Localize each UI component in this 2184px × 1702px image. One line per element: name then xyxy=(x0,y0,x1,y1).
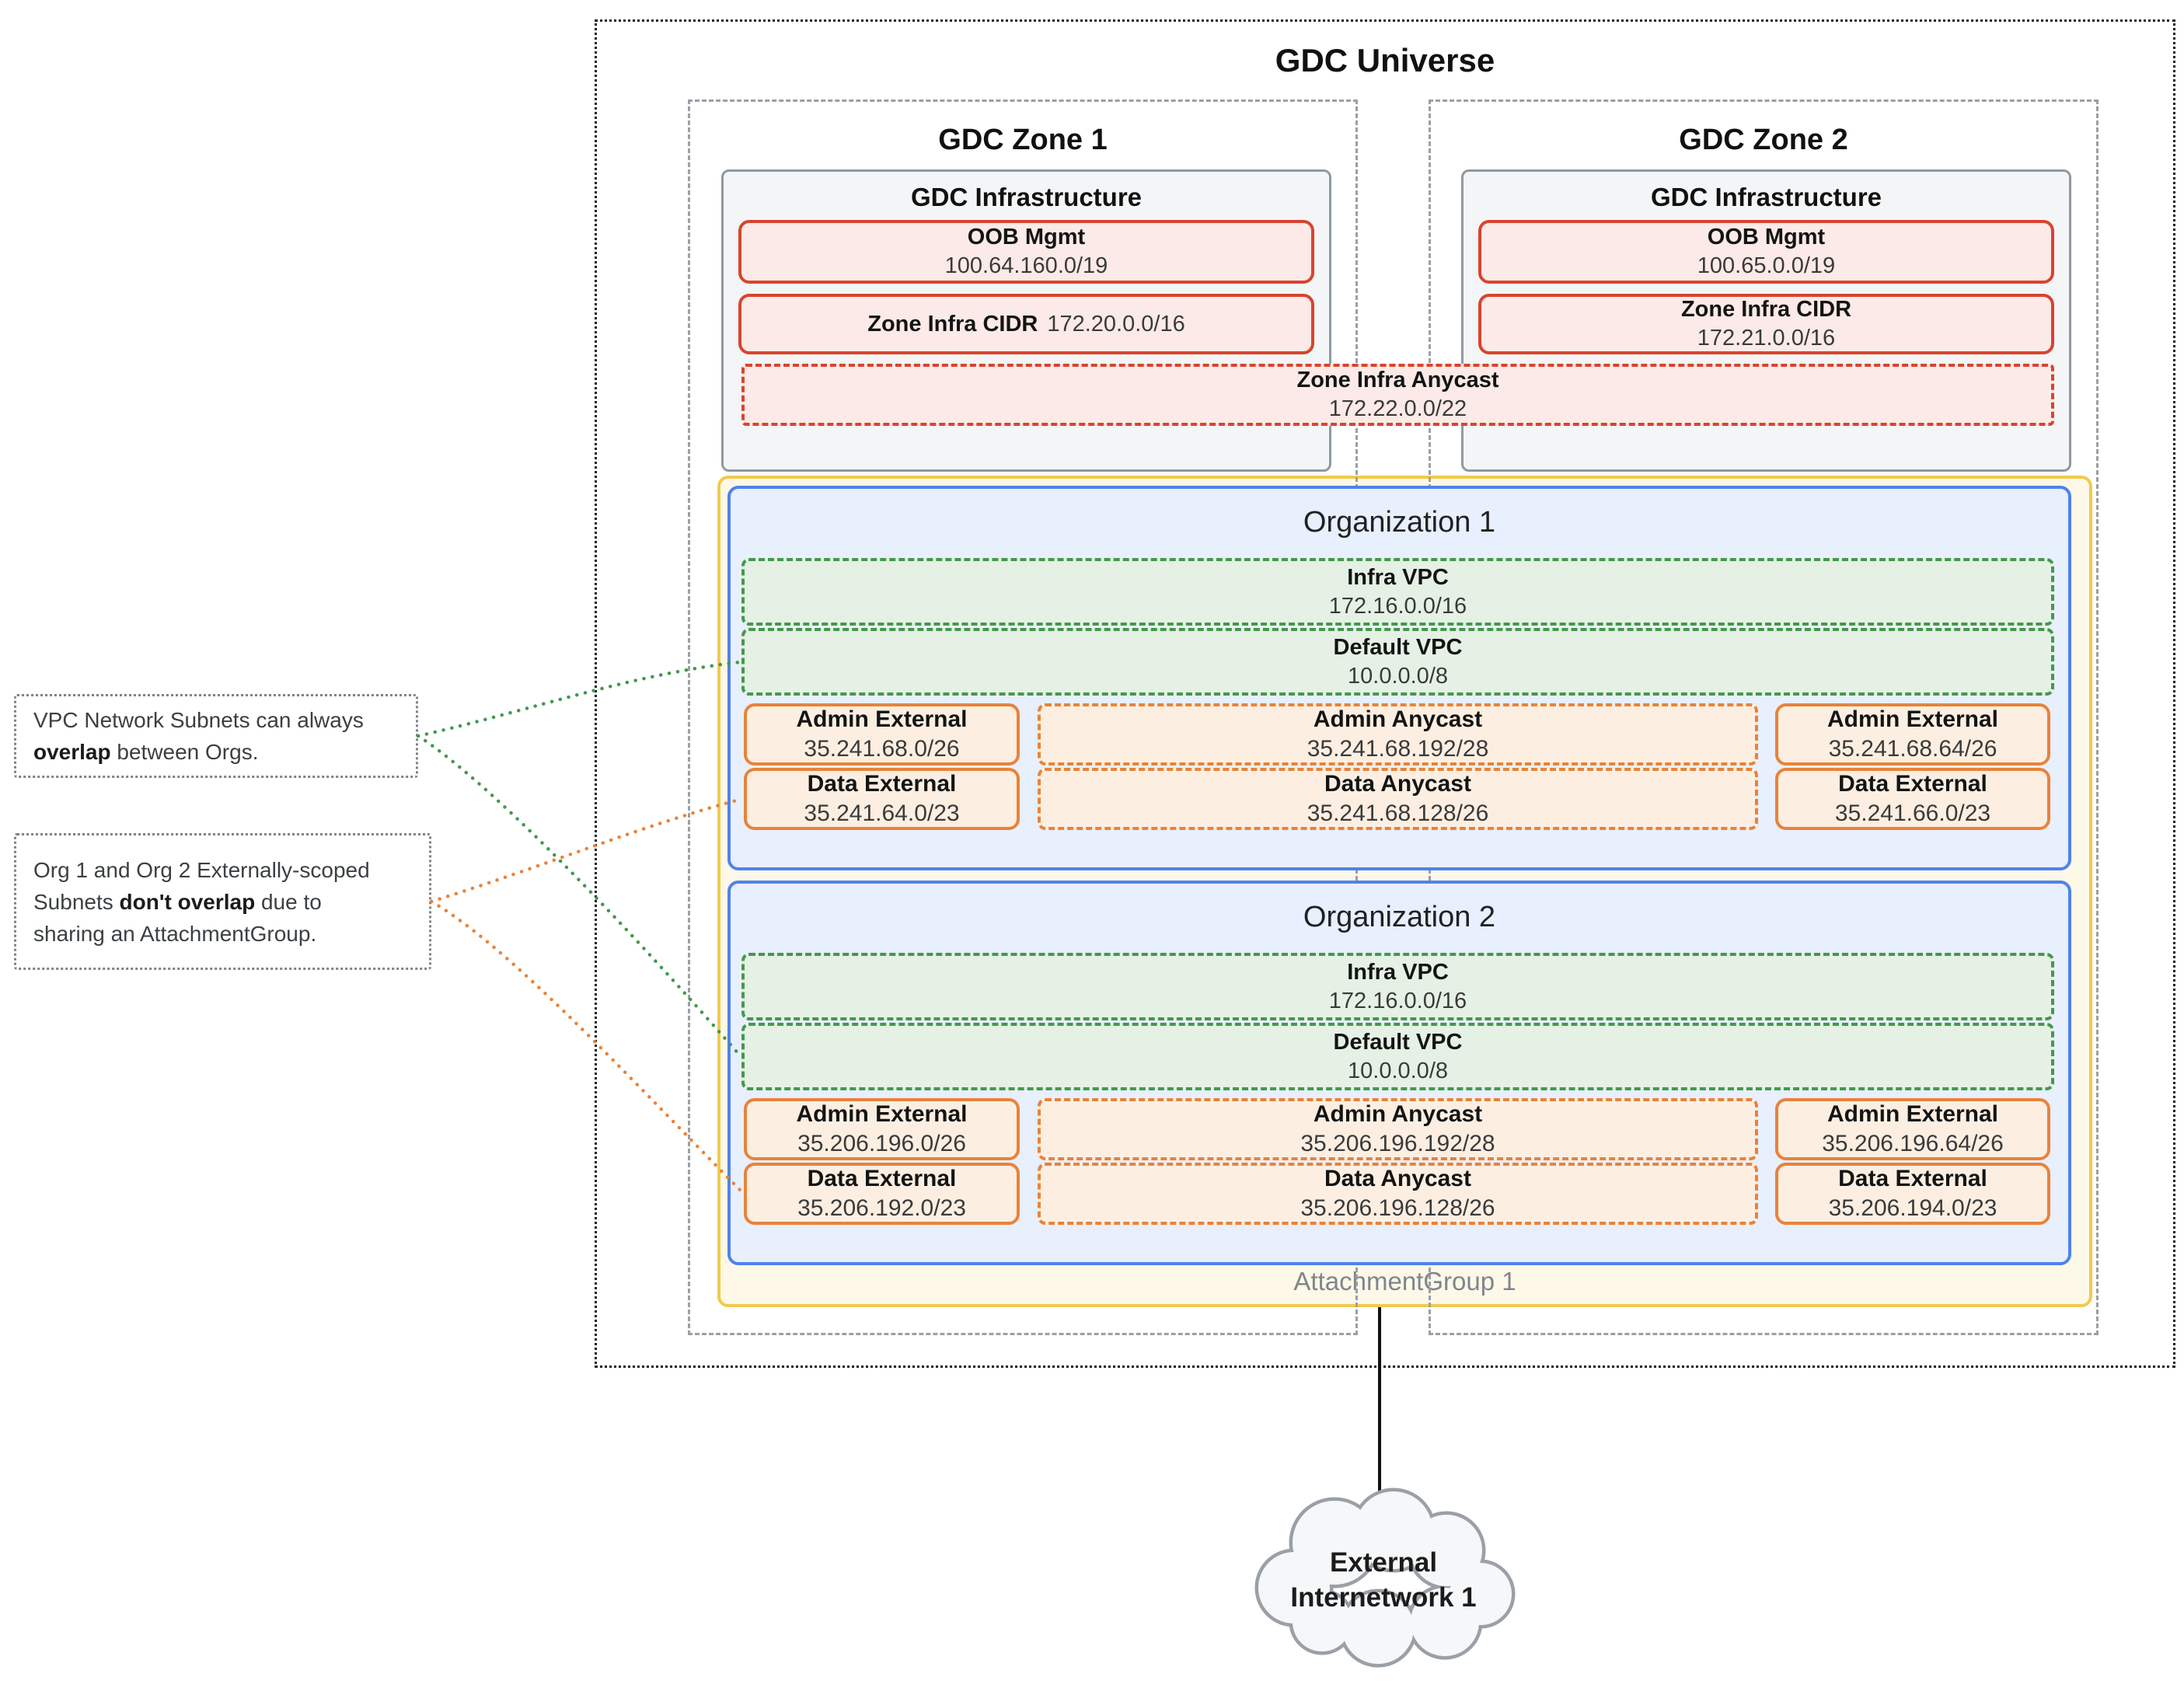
subnet-cidr: 35.241.66.0/23 xyxy=(1834,800,1991,826)
external-internetwork-label: External Internetwork 1 xyxy=(1247,1481,1519,1679)
subnet-cidr: 35.206.196.128/26 xyxy=(1300,1195,1495,1221)
attachment-group-label: AttachmentGroup 1 xyxy=(1293,1267,1516,1296)
annotation-overlap-bold: overlap xyxy=(33,740,111,764)
org2-admin-anycast: Admin Anycast 35.206.196.192/28 xyxy=(1038,1098,1758,1160)
annotation-no-overlap-line3: sharing an AttachmentGroup. xyxy=(33,921,317,946)
subnet-label: Admin External xyxy=(796,1101,968,1127)
org2-default-vpc-cidr: 10.0.0.0/8 xyxy=(1348,1058,1448,1083)
oob-mgmt-zone2-label: OOB Mgmt xyxy=(1707,225,1826,249)
org2-default-vpc: Default VPC 10.0.0.0/8 xyxy=(741,1023,2054,1090)
zone-infra-cidr-zone2-cidr: 172.21.0.0/16 xyxy=(1697,326,1836,351)
annotation-no-overlap-post: due to xyxy=(255,889,322,914)
org1-infra-vpc: Infra VPC 172.16.0.0/16 xyxy=(741,558,2054,626)
subnet-cidr: 35.206.196.64/26 xyxy=(1822,1131,2004,1156)
org2-data-external-right: Data External 35.206.194.0/23 xyxy=(1775,1163,2050,1225)
zone-infra-cidr-zone1: Zone Infra CIDR 172.20.0.0/16 xyxy=(738,294,1314,354)
oob-mgmt-zone1-label: OOB Mgmt xyxy=(967,225,1086,249)
subnet-cidr: 35.206.196.192/28 xyxy=(1300,1131,1495,1156)
subnet-label: Admin Anycast xyxy=(1313,706,1483,732)
gdc-infrastructure-zone2-title: GDC Infrastructure xyxy=(1650,183,1882,211)
subnet-label: Data Anycast xyxy=(1324,771,1471,797)
gdc-zone-2-title: GDC Zone 2 xyxy=(1679,124,1848,156)
org2-data-external-left: Data External 35.206.192.0/23 xyxy=(744,1163,1020,1225)
subnet-label: Admin Anycast xyxy=(1313,1101,1483,1127)
annotation-overlap-rest: between Orgs. xyxy=(110,740,259,764)
subnet-label: Admin External xyxy=(1826,706,1999,732)
org2-admin-external-right: Admin External 35.206.196.64/26 xyxy=(1775,1098,2050,1160)
org2-data-anycast: Data Anycast 35.206.196.128/26 xyxy=(1038,1163,1758,1225)
org1-data-external-left: Data External 35.241.64.0/23 xyxy=(744,768,1020,830)
cloud-shape xyxy=(1254,1488,1516,1668)
oob-mgmt-zone2: OOB Mgmt 100.65.0.0/19 xyxy=(1478,220,2054,284)
subnet-label: Data External xyxy=(1838,1166,1987,1191)
oob-mgmt-zone1-cidr: 100.64.160.0/19 xyxy=(944,253,1108,278)
org2-infra-vpc-label: Infra VPC xyxy=(1347,959,1449,985)
subnet-cidr: 35.206.196.0/26 xyxy=(797,1131,966,1156)
organization-2-title: Organization 2 xyxy=(1303,901,1496,933)
zone-infra-anycast-box: Zone Infra Anycast 172.22.0.0/22 xyxy=(741,364,2054,426)
org1-admin-anycast: Admin Anycast 35.241.68.192/28 xyxy=(1038,703,1758,766)
external-internetwork-cloud: External Internetwork 1 xyxy=(1247,1481,1519,1679)
subnet-cidr: 35.206.194.0/23 xyxy=(1828,1195,1997,1221)
org2-infra-vpc-cidr: 172.16.0.0/16 xyxy=(1328,988,1467,1013)
gdc-zone-1-title: GDC Zone 1 xyxy=(938,124,1108,156)
annotation-no-overlap-line1: Org 1 and Org 2 Externally-scoped xyxy=(33,857,370,882)
subnet-label: Data Anycast xyxy=(1324,1166,1471,1191)
gdc-universe-title: GDC Universe xyxy=(1275,42,1495,78)
subnet-label: Admin External xyxy=(1826,1101,1999,1127)
subnet-cidr: 35.241.68.192/28 xyxy=(1307,736,1489,762)
external-internetwork-line2: Internetwork 1 xyxy=(1290,1582,1477,1613)
org1-default-vpc-label: Default VPC xyxy=(1333,634,1463,660)
subnet-cidr: 35.241.64.0/23 xyxy=(804,800,960,826)
org1-default-vpc-cidr: 10.0.0.0/8 xyxy=(1348,663,1448,689)
annotation-no-overlap: Org 1 and Org 2 Externally-scoped Subnet… xyxy=(14,833,431,970)
org1-data-external-right: Data External 35.241.66.0/23 xyxy=(1775,768,2050,830)
subnet-label: Data External xyxy=(807,1166,957,1191)
subnet-cidr: 35.206.192.0/23 xyxy=(797,1195,966,1221)
org2-default-vpc-label: Default VPC xyxy=(1333,1029,1463,1055)
organization-1-title: Organization 1 xyxy=(1303,506,1496,539)
zone-infra-anycast-cidr: 172.22.0.0/22 xyxy=(1328,396,1467,421)
gdc-infrastructure-zone1-title: GDC Infrastructure xyxy=(910,183,1143,211)
subnet-cidr: 35.241.68.128/26 xyxy=(1307,800,1489,826)
org1-infra-vpc-label: Infra VPC xyxy=(1347,564,1449,590)
subnet-label: Data External xyxy=(1838,771,1987,797)
subnet-cidr: 35.241.68.64/26 xyxy=(1828,736,1997,762)
zone-infra-cidr-zone2: Zone Infra CIDR 172.21.0.0/16 xyxy=(1478,294,2054,354)
annotation-no-overlap-pre: Subnets xyxy=(33,889,120,914)
org1-admin-external-left: Admin External 35.241.68.0/26 xyxy=(744,703,1020,766)
org1-default-vpc: Default VPC 10.0.0.0/8 xyxy=(741,628,2054,696)
org2-infra-vpc: Infra VPC 172.16.0.0/16 xyxy=(741,953,2054,1020)
zone-infra-anycast-label: Zone Infra Anycast xyxy=(1296,368,1499,392)
oob-mgmt-zone2-cidr: 100.65.0.0/19 xyxy=(1697,253,1836,278)
annotation-overlap-line1: VPC Network Subnets can always xyxy=(33,708,364,732)
external-internetwork-line1: External xyxy=(1329,1547,1438,1578)
org1-data-anycast: Data Anycast 35.241.68.128/26 xyxy=(1038,768,1758,830)
subnet-cidr: 35.241.68.0/26 xyxy=(804,736,960,762)
annotation-overlap: VPC Network Subnets can always overlap b… xyxy=(14,694,418,778)
org1-admin-external-right: Admin External 35.241.68.64/26 xyxy=(1775,703,2050,766)
subnet-label: Data External xyxy=(807,771,957,797)
org2-admin-external-left: Admin External 35.206.196.0/26 xyxy=(744,1098,1020,1160)
org1-infra-vpc-cidr: 172.16.0.0/16 xyxy=(1328,593,1467,619)
zone-infra-cidr-zone1-cidr: 172.20.0.0/16 xyxy=(1047,311,1185,337)
subnet-label: Admin External xyxy=(796,706,968,732)
zone-infra-cidr-zone1-label: Zone Infra CIDR xyxy=(867,311,1038,337)
oob-mgmt-zone1: OOB Mgmt 100.64.160.0/19 xyxy=(738,220,1314,284)
zone-infra-cidr-zone2-label: Zone Infra CIDR xyxy=(1680,297,1852,322)
annotation-no-overlap-bold: don't overlap xyxy=(119,889,256,914)
